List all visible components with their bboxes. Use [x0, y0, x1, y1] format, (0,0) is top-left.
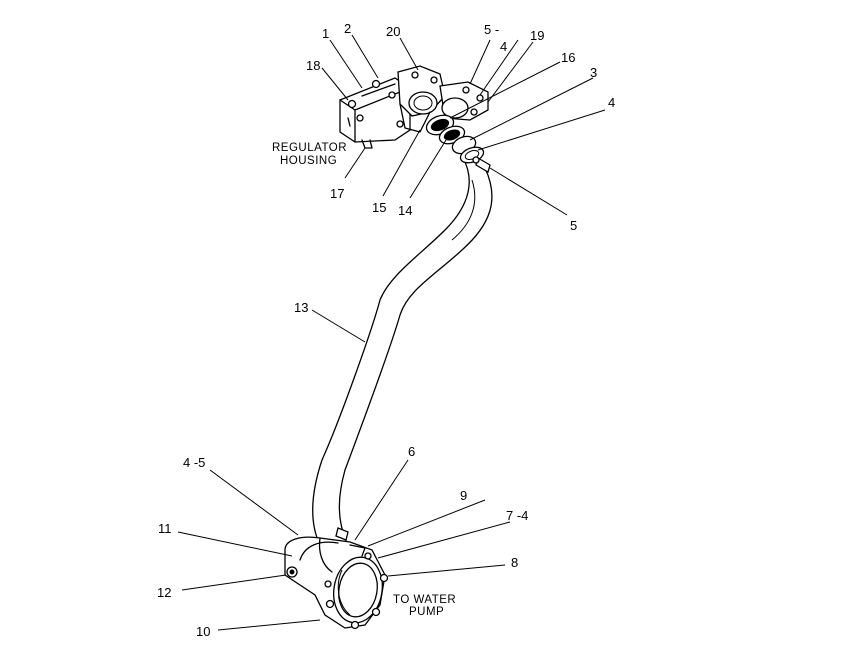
- callout-11: 11: [158, 521, 172, 536]
- regulator-label-line2: HOUSING: [280, 155, 337, 167]
- callout-4-right: 4: [608, 95, 615, 110]
- pump-label-line1: TO WATER: [393, 594, 456, 606]
- callout-1: 1: [322, 26, 329, 41]
- leader-lines: [177, 34, 606, 631]
- callout-17: 17: [330, 186, 344, 201]
- callout-5-top: 5 -: [484, 22, 499, 37]
- callout-16: 16: [561, 50, 575, 65]
- callout-2: 2: [344, 21, 351, 36]
- regulator-housing: [339, 77, 411, 149]
- water-tube: [311, 157, 493, 546]
- callout-6: 6: [408, 444, 415, 459]
- callout-20: 20: [386, 24, 400, 39]
- regulator-label-line1: REGULATOR: [272, 142, 347, 154]
- elbow-assembly: [397, 65, 446, 133]
- callout-7-4: 7 -4: [506, 508, 528, 523]
- callout-4-top: 4: [500, 39, 507, 54]
- callout-14: 14: [398, 203, 412, 218]
- seal-rings: [425, 114, 485, 164]
- callout-4-5: 4 -5: [183, 455, 205, 470]
- pump-elbow: [284, 527, 389, 630]
- callout-8: 8: [511, 555, 518, 570]
- callout-labels: 1 2 20 5 - 4 19 16 3 4 18 17 15 14 5 13 …: [157, 21, 615, 639]
- flange-plate: [439, 81, 489, 121]
- callout-13: 13: [294, 300, 308, 315]
- callout-12: 12: [157, 585, 171, 600]
- callout-18: 18: [306, 58, 320, 73]
- bolt-5: [472, 156, 491, 173]
- pump-label-line2: PUMP: [409, 606, 444, 618]
- callout-15: 15: [372, 200, 386, 215]
- callout-19: 19: [530, 28, 544, 43]
- callout-10: 10: [196, 624, 210, 639]
- callout-5-right: 5: [570, 218, 577, 233]
- callout-9: 9: [460, 488, 467, 503]
- text-labels: REGULATOR HOUSING TO WATER PUMP: [272, 142, 456, 618]
- callout-3: 3: [590, 65, 597, 80]
